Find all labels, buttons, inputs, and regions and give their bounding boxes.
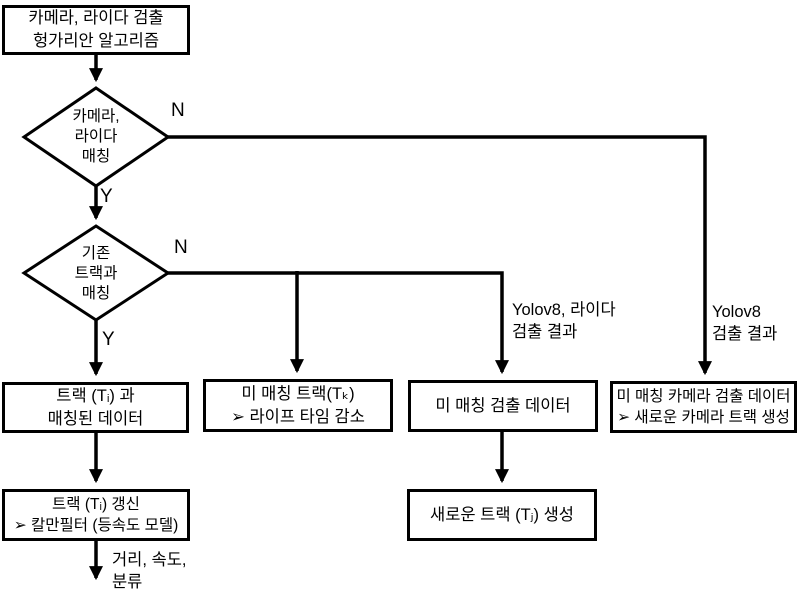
node-unmatched-camera-detection: 미 매칭 카메라 검출 데이터 ➢ 새로운 카메라 트랙 생성: [610, 381, 797, 433]
diamond-cam-lidar-match-label: 카메라, 라이다 매칭: [41, 95, 151, 179]
node-unmatched-track: 미 매칭 트랙(Tₖ) ➢ 라이프 타임 감소: [203, 379, 393, 432]
node-hungarian-algorithm: 카메라, 라이다 검출 헝가리안 알고리즘: [2, 5, 190, 55]
label-yes-1: Y: [100, 186, 113, 207]
node-unmatched-detection-text: 미 매칭 검출 데이터: [435, 396, 571, 415]
label-no-1: N: [171, 100, 185, 121]
edge-match2-no: [167, 271, 509, 375]
label-final-output: 거리, 속도, 분류: [112, 551, 187, 592]
node-unmatched-detection: 미 매칭 검출 데이터: [408, 380, 598, 432]
diamond-cam-lidar-match: [21, 86, 171, 188]
edge-match1-no: [167, 135, 712, 376]
label-no-2: N: [174, 237, 188, 258]
diamond-cam-lidar-match-text: 카메라, 라이다 매칭: [72, 108, 120, 165]
node-hungarian-algorithm-text: 카메라, 라이다 검출 헝가리안 알고리즘: [28, 9, 164, 50]
diamond-existing-track-match: [21, 224, 171, 322]
node-new-track-text: 새로운 트랙 (Tⱼ) 생성: [430, 505, 574, 524]
label-yolov8-result: Yolov8 검출 결과: [712, 303, 778, 344]
diamond-existing-track-match-text: 기존 트랙과 매칭: [74, 245, 118, 302]
label-yolov8-lidar-result: Yolov8, 라이다 검출 결과: [512, 301, 616, 342]
node-unmatched-track-text: 미 매칭 트랙(Tₖ) ➢ 라이프 타임 감소: [231, 384, 365, 426]
node-track-update: 트랙 (Tᵢ) 갱신 ➢ 칼만필터 (등속도 모델): [2, 489, 190, 541]
diamond-existing-track-match-label: 기존 트랙과 매칭: [41, 232, 151, 316]
node-matched-data-text: 트랙 (Tᵢ) 과 매칭된 데이터: [47, 386, 144, 428]
label-yes-2: Y: [102, 329, 115, 350]
node-unmatched-camera-detection-text: 미 매칭 카메라 검출 데이터 ➢ 새로운 카메라 트랙 생성: [616, 387, 791, 426]
node-track-update-text: 트랙 (Tᵢ) 갱신 ➢ 칼만필터 (등속도 모델): [13, 495, 179, 534]
node-matched-data: 트랙 (Tᵢ) 과 매칭된 데이터: [2, 382, 189, 433]
node-new-track: 새로운 트랙 (Tⱼ) 생성: [407, 489, 597, 541]
